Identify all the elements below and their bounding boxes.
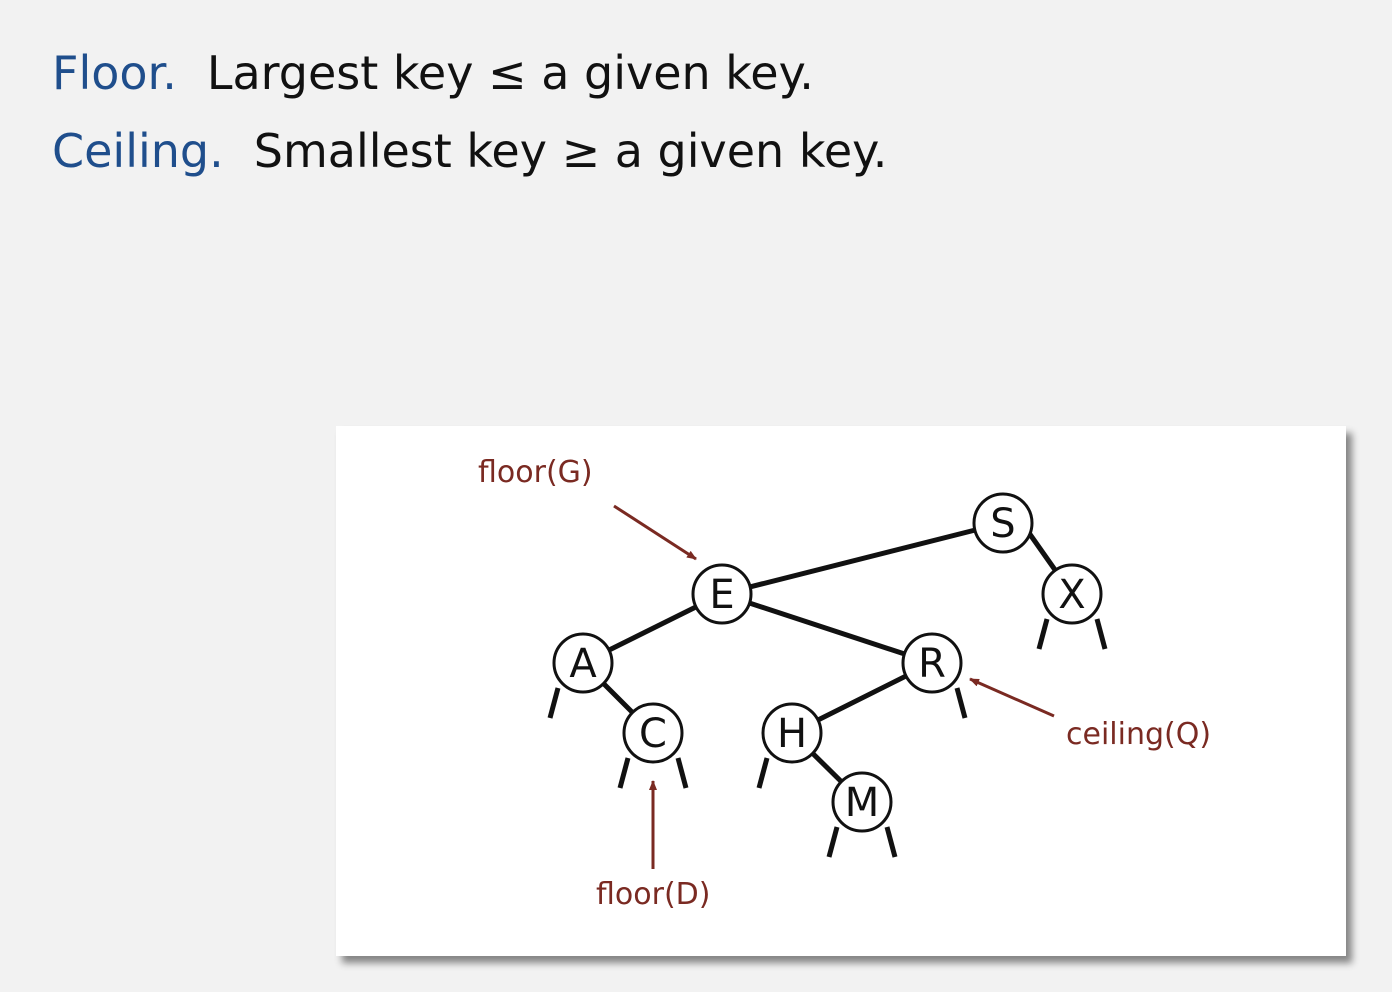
node-c: C xyxy=(622,702,684,764)
ceiling-q-annotation: ceiling(Q) xyxy=(1066,717,1211,752)
floor-d-annotation: floor(D) xyxy=(596,877,710,912)
edge-e-s xyxy=(721,520,1004,597)
node-a-label: A xyxy=(569,641,597,687)
floor-g-arrow xyxy=(613,504,697,561)
null-link-m-right xyxy=(884,826,898,858)
bst-diagram: S E X A R C H xyxy=(478,455,1211,912)
null-link-h-left xyxy=(756,757,770,789)
null-link-m-left xyxy=(826,826,840,858)
node-e: E xyxy=(691,563,753,625)
node-h-label: H xyxy=(777,711,807,757)
edge-e-r xyxy=(721,591,933,666)
null-links xyxy=(547,618,1108,858)
null-link-a-left xyxy=(547,687,561,719)
null-link-x-right xyxy=(1094,618,1108,650)
ceiling-text: Smallest key ≥ a given key. xyxy=(253,124,888,178)
node-h: H xyxy=(761,702,823,764)
node-r: R xyxy=(901,632,963,694)
node-circle xyxy=(901,632,963,694)
node-m-label: M xyxy=(845,780,880,826)
node-circle xyxy=(831,771,893,833)
node-circle xyxy=(972,492,1034,554)
ceiling-q-arrow xyxy=(969,677,1055,718)
floor-definition: Floor.Largest key ≤ a given key. xyxy=(52,50,814,96)
floor-text: Largest key ≤ a given key. xyxy=(206,46,814,100)
node-x: X xyxy=(1041,563,1103,625)
node-r-label: R xyxy=(918,641,946,687)
null-link-r-right xyxy=(954,687,968,719)
null-link-c-left xyxy=(617,757,631,789)
node-c-label: C xyxy=(639,711,667,757)
floor-term: Floor. xyxy=(52,46,177,100)
null-link-c-right xyxy=(675,757,689,789)
node-circle xyxy=(761,702,823,764)
ceiling-term: Ceiling. xyxy=(52,124,224,178)
node-x-label: X xyxy=(1058,572,1085,618)
node-circle xyxy=(1041,563,1103,625)
node-s: S xyxy=(972,492,1034,554)
node-s-label: S xyxy=(990,501,1015,547)
null-link-x-left xyxy=(1036,618,1050,650)
floor-g-annotation: floor(G) xyxy=(478,455,593,490)
node-circle xyxy=(691,563,753,625)
node-e-label: E xyxy=(709,572,734,618)
node-m: M xyxy=(831,771,893,833)
node-a: A xyxy=(552,632,614,694)
bst-diagram-panel: S E X A R C H xyxy=(336,426,1346,956)
ceiling-definition: Ceiling.Smallest key ≥ a given key. xyxy=(52,128,887,174)
node-circle xyxy=(552,632,614,694)
node-circle xyxy=(622,702,684,764)
